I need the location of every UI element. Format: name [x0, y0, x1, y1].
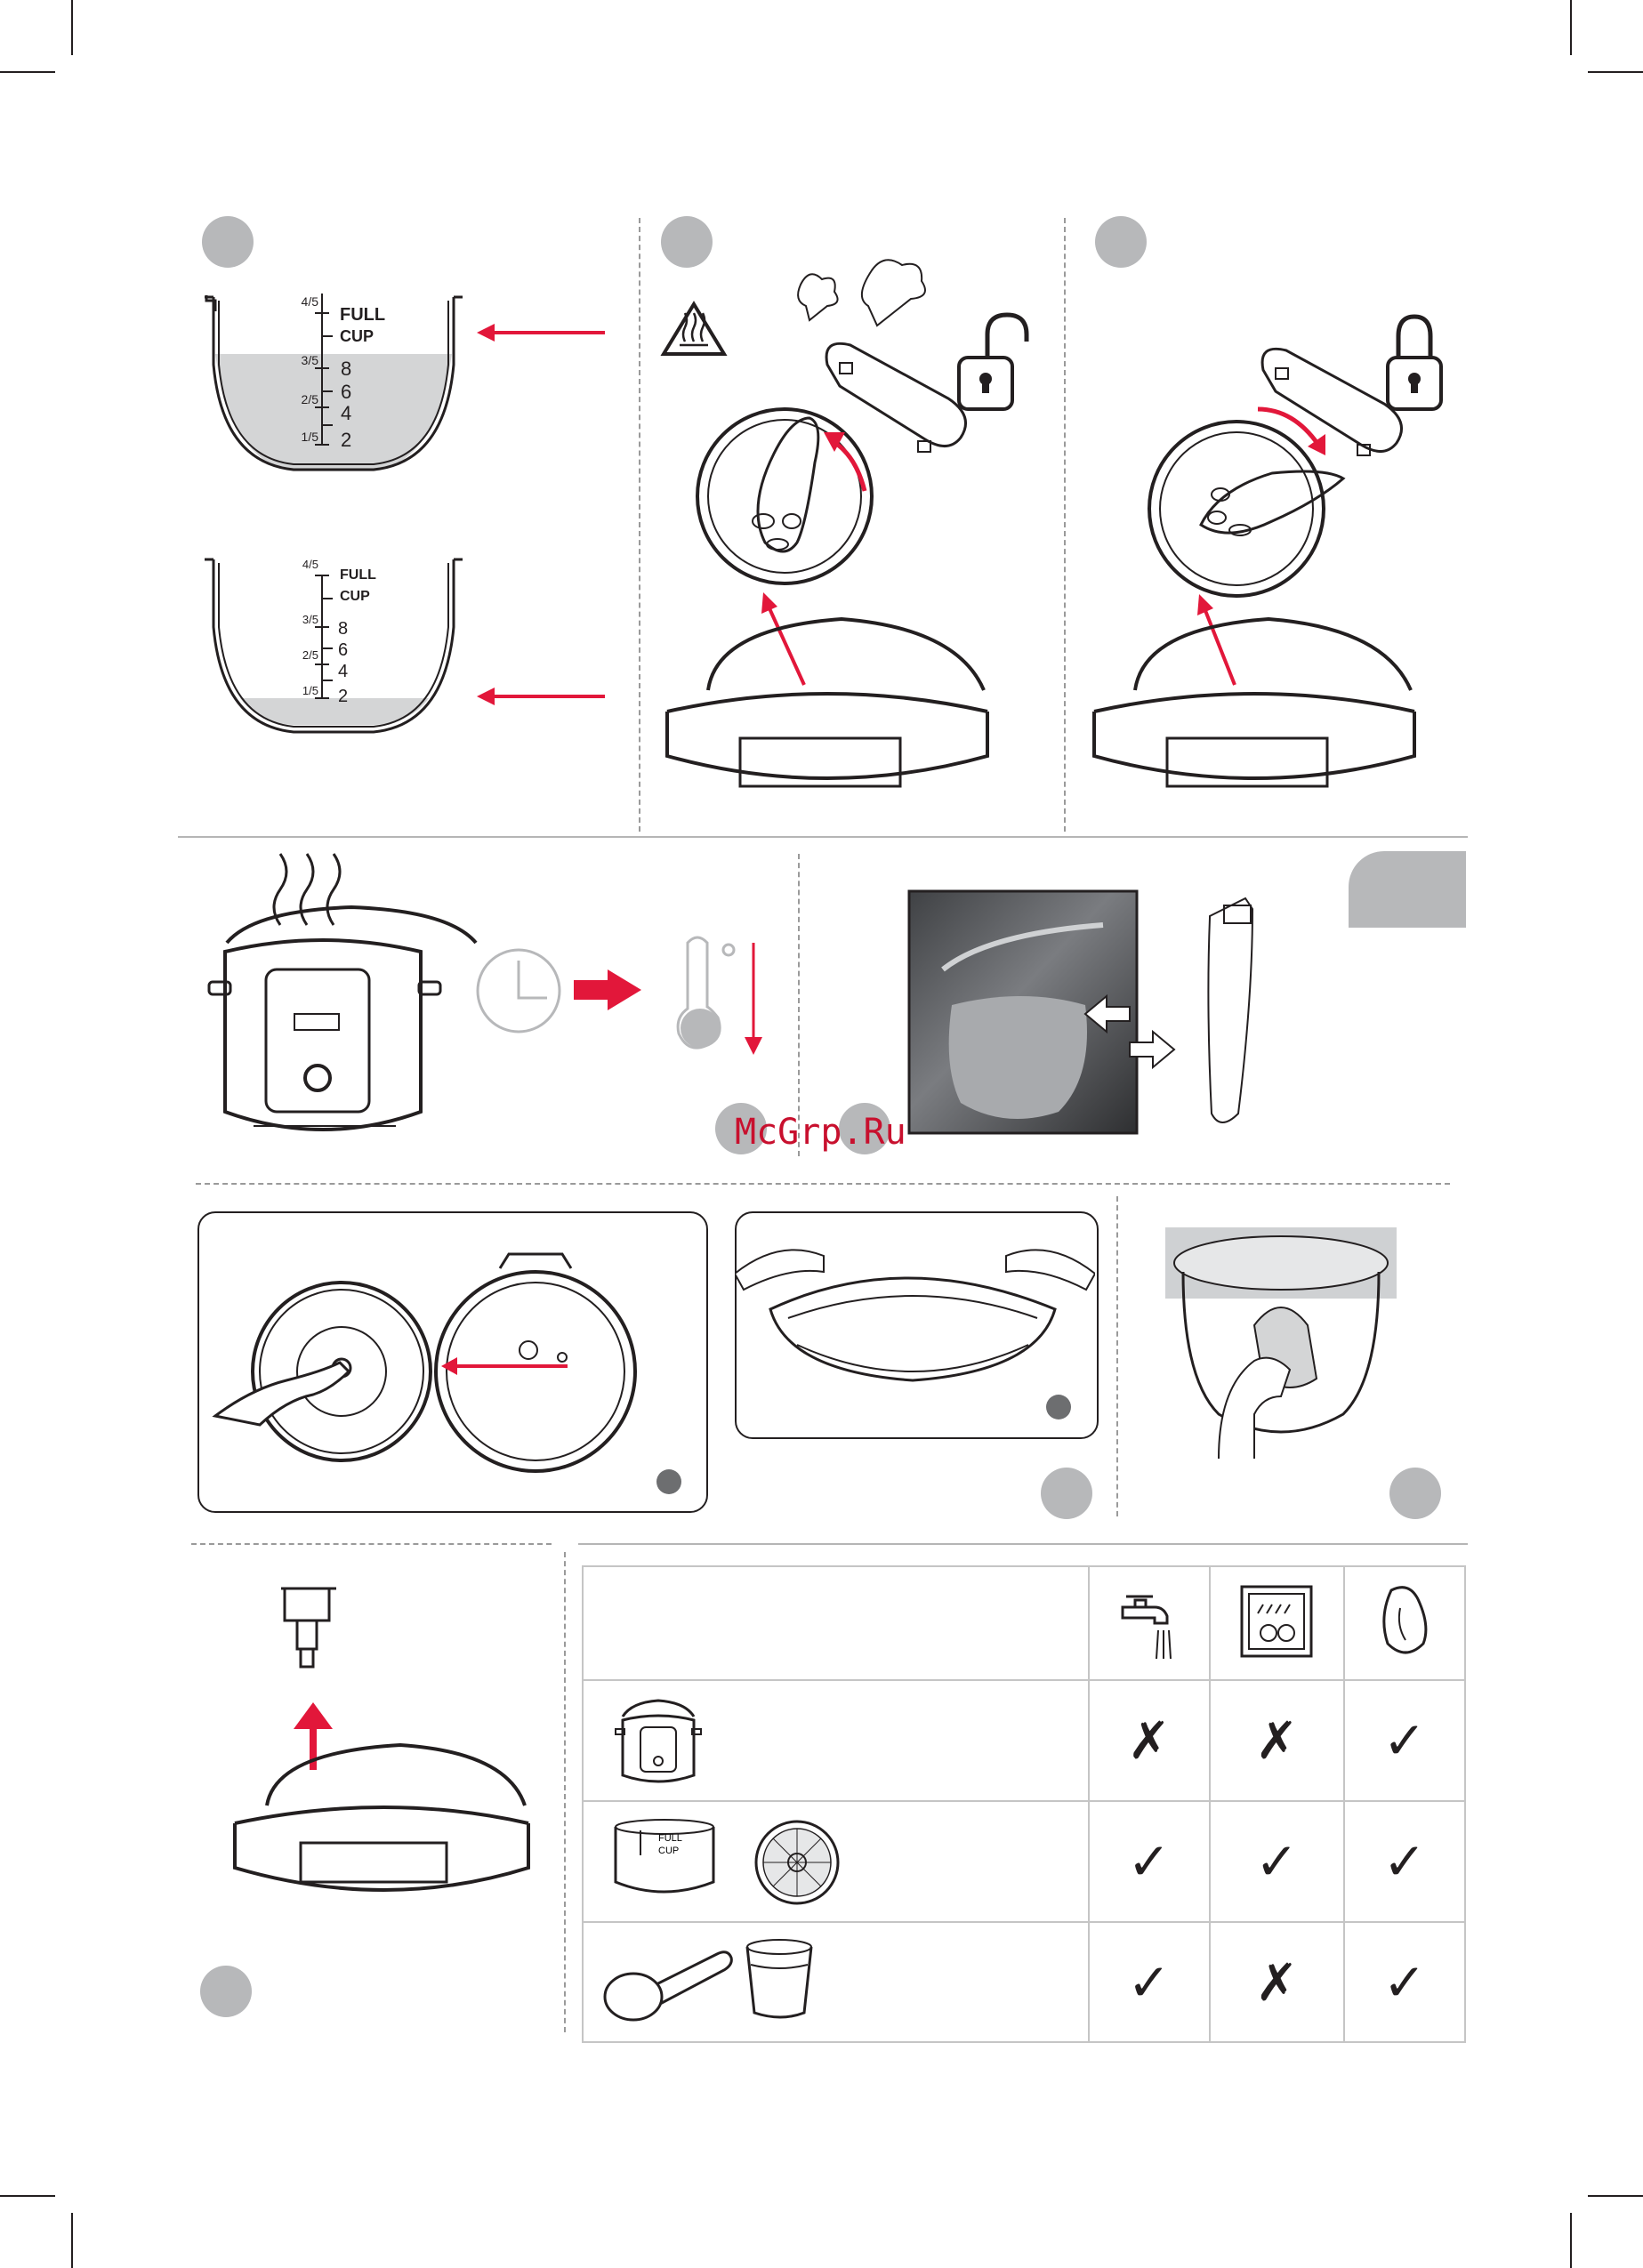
mark-cross: ✗: [1255, 1952, 1299, 2013]
table-row: ✗ ✗ ✓: [583, 1680, 1465, 1801]
collector-drawing: [1208, 898, 1252, 1122]
divider: [178, 836, 1468, 838]
fraction-1-5: 1/5: [302, 430, 319, 444]
mark-check: ✓: [1255, 1831, 1299, 1892]
dishwasher-column: [1210, 1566, 1344, 1680]
divider: [196, 1183, 1450, 1185]
table-row: ✓ ✗ ✓: [583, 1922, 1465, 2042]
inner-pot-and-basket-icon: FULL CUP: [610, 1811, 877, 1909]
mark-check: ✓: [1383, 1952, 1427, 2013]
sponge-icon: [1373, 1581, 1436, 1661]
table-row: FULL CUP ✓ ✓ ✓: [583, 1801, 1465, 1922]
valve-positions-badge: [826, 343, 966, 446]
valve-removal-diagram: [231, 1583, 534, 1894]
fraction-3-5: 3/5: [302, 353, 319, 367]
cooker-lid-side: [1135, 619, 1411, 690]
mark-6: 6: [341, 381, 351, 403]
hand: [735, 1250, 824, 1290]
mark-check: ✓: [1127, 1831, 1171, 1892]
inner-pot-cleaning-diagram: [1156, 1218, 1405, 1459]
cooling-diagram: [200, 845, 787, 1161]
fraction-2-5: 2/5: [302, 648, 318, 662]
steam-puff-icon: [862, 260, 925, 326]
mark-2: 2: [338, 687, 348, 706]
cup-label: CUP: [340, 589, 370, 604]
fraction-4-5: 4/5: [302, 294, 319, 309]
step-marker: [202, 216, 254, 268]
step-marker: [1041, 1468, 1092, 1519]
hand: [1006, 1250, 1095, 1290]
full-label: FULL: [340, 567, 376, 583]
divider: [564, 1552, 566, 2032]
small-full-label: FULL: [658, 1833, 682, 1844]
crop-mark: [1570, 2213, 1572, 2268]
fraction-2-5: 2/5: [302, 392, 319, 406]
hand: [1219, 1358, 1290, 1459]
step-marker: [200, 1966, 252, 2017]
pot-full-level-diagram: FULL CUP 8 6 4 2 4/5 3/5 2/5 1/5: [205, 294, 614, 498]
divider: [578, 1543, 1468, 1545]
steam-basket-diagram: [735, 1211, 1095, 1436]
fraction-3-5: 3/5: [302, 613, 318, 626]
mark-cross: ✗: [1255, 1710, 1299, 1771]
cooker-body-icon: [610, 1690, 708, 1788]
hand: [215, 1363, 349, 1425]
divider: [639, 218, 640, 832]
divider: [798, 854, 800, 1156]
condensation-collector-diagram: [907, 889, 1272, 1138]
small-cup-label: CUP: [658, 1846, 679, 1856]
step-marker: [1389, 1468, 1441, 1519]
mark-4: 4: [341, 402, 351, 424]
tap-water-icon: [1114, 1577, 1185, 1666]
steam-puff-icon: [798, 274, 837, 320]
divider: [1116, 1196, 1118, 1516]
step-marker: [656, 1469, 681, 1494]
cooker-body: [227, 907, 476, 943]
lid-cleaning-diagram: [197, 1211, 705, 1509]
watermark: McGrp.Ru: [735, 1112, 906, 1153]
crop-mark: [1588, 2195, 1643, 2197]
mark-cross: ✗: [1127, 1710, 1171, 1771]
cleaning-method-table: ✗ ✗ ✓ FULL CUP ✓ ✓ ✓: [582, 1565, 1466, 2043]
step-marker: [1046, 1395, 1071, 1420]
divider: [191, 1543, 552, 1545]
crop-mark: [1570, 0, 1572, 55]
crop-mark: [71, 2213, 73, 2268]
fraction-1-5: 1/5: [302, 684, 318, 697]
mark-8: 8: [341, 358, 351, 380]
arrow-icon: [608, 969, 641, 1010]
section-tab: [1349, 851, 1466, 928]
mark-check: ✓: [1383, 1831, 1427, 1892]
crop-mark: [0, 71, 55, 73]
mark-2: 2: [341, 429, 351, 451]
mark-4: 4: [338, 662, 348, 681]
crop-mark: [71, 0, 73, 55]
divider: [1064, 218, 1066, 832]
mark-8: 8: [338, 619, 348, 639]
mark-check: ✓: [1127, 1952, 1171, 2013]
crop-mark: [1588, 71, 1643, 73]
mark-6: 6: [338, 640, 348, 660]
full-label: FULL: [340, 305, 385, 325]
fraction-4-5: 4/5: [302, 558, 318, 571]
spoon-and-cup-icon: [601, 1931, 833, 2029]
dishwasher-icon: [1236, 1581, 1317, 1661]
cooker-lid-side: [708, 619, 984, 690]
lock-lid-diagram: [1085, 258, 1477, 809]
mark-check: ✓: [1383, 1710, 1427, 1771]
sponge-column: [1344, 1566, 1465, 1680]
crop-mark: [0, 2195, 55, 2197]
unlock-lid-diagram: [658, 258, 1050, 809]
pot-min-level-diagram: FULL CUP 8 6 4 2 4/5 3/5 2/5 1/5: [205, 556, 614, 743]
tap-water-column: [1089, 1566, 1210, 1680]
cup-label: CUP: [340, 327, 374, 345]
